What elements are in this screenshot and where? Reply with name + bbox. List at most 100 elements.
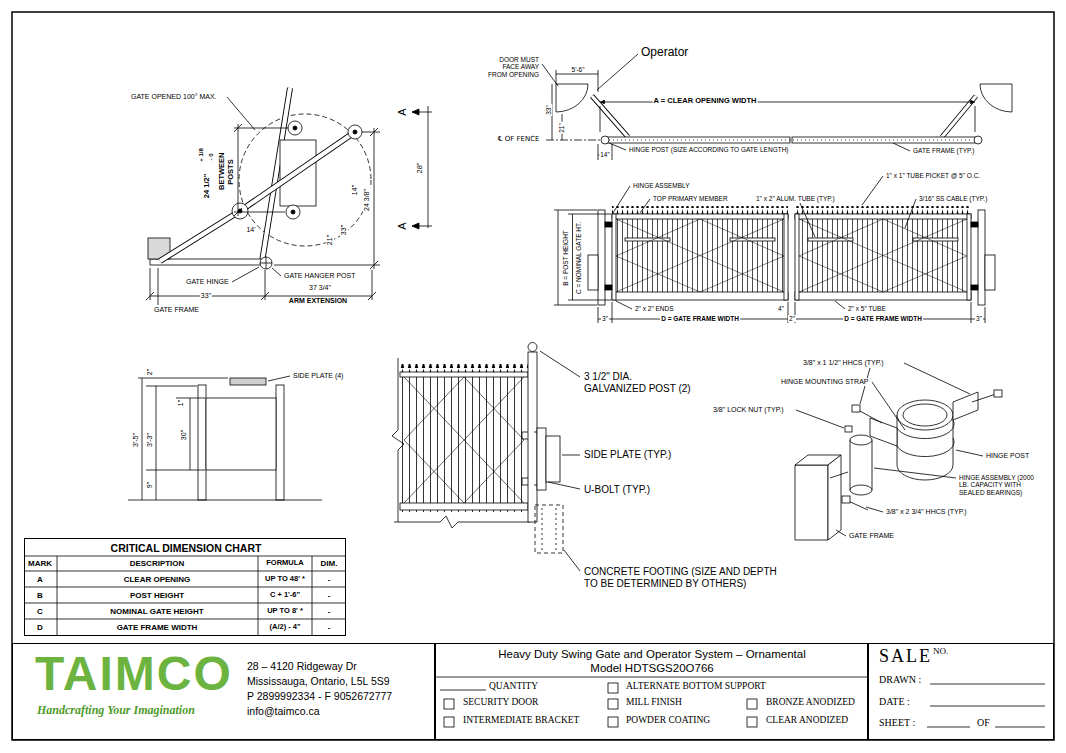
section-mark: A [396,221,409,230]
hinge-detail [842,496,850,503]
hinge-detail [994,390,1002,397]
operator-plan-view [240,132,355,211]
sheet-frame [12,12,1054,740]
operator-plan-view [146,268,376,300]
operator-plan-view [160,211,240,261]
gate-elevation [971,222,978,227]
gate-plan-view [542,54,1012,160]
table-cell: GATE FRAME WIDTH [116,623,199,632]
hinge-detail [828,455,841,540]
gate-plan-view [600,106,975,132]
dimension: 37 3/4" [308,284,332,292]
operator-side-view [128,500,322,501]
operator-plan-view [160,211,240,261]
callout: 2" x 2" ENDS [634,305,675,312]
company-block: TAIMCOHandcrafting Your Imagination28 – … [12,643,435,740]
gate-elevation [612,214,616,300]
callout: 3/8" x 2 3/4" HHCS (TYP.) [885,508,968,516]
table-cell: - [327,623,332,632]
quantity-label: QUANTITY [489,681,538,692]
callout: 1" x 1" TUBE PICKET @ 5" O.C. [885,172,981,179]
address-line: Mississauga, Ontario, L5L 5S9 [247,675,390,687]
chart-heading: CRITICAL DIMENSION CHART [111,542,262,554]
gate-elevation [588,255,598,290]
operator-plan-view [348,125,362,139]
gate-elevation [784,214,788,300]
operator-side-view [138,378,228,470]
gate-plan-view [556,84,588,112]
gate-elevation [612,206,788,214]
table-header: DIM. [320,559,339,568]
post-detail [392,343,580,572]
post-detail [400,364,528,372]
company-logo: TAIMCO [35,650,233,698]
operator-side-view [230,378,266,385]
title-block-lines [747,699,757,709]
callout: GATE OPENED 100° MAX. [130,93,218,101]
callout: GATE FRAME (TYP.) [912,147,976,154]
sale-label: SALE [879,646,932,667]
dimension: 33" [200,292,212,300]
post-detail [537,428,546,490]
callout: HINGE ASSEMBLY (2000 LB. CAPACITY WITH S… [958,474,1035,496]
gate-plan-view [607,137,790,143]
callout: GATE HANGER POST [283,272,356,280]
dimension: 24 3/8" [363,188,371,212]
post-detail [400,372,528,377]
post-detail [404,377,524,503]
gate-plan-view [546,140,601,141]
callout: HINGE POST (SIZE ACCORDING TO GATE LENGT… [628,146,790,153]
operator-plan-view [353,130,357,134]
address-line: 28 – 4120 Ridgeway Dr [247,660,357,672]
hinge-detail [850,435,872,445]
post-detail [528,352,537,522]
dimension: ARM EXTENSION [288,297,348,305]
post-detail [394,516,530,528]
dimension: A = CLEAR OPENING WIDTH [653,97,758,106]
dimension: 33" [545,104,552,116]
post-detail [522,432,537,485]
chart-grid [24,556,346,636]
gate-elevation [795,214,971,219]
operator-plan-view [260,257,272,269]
callout: GATE FRAME [848,532,895,540]
gate-elevation [605,222,612,227]
operator-plan-view [158,97,281,305]
gate-elevation [795,292,971,300]
operator-side-view [206,398,276,470]
callout: HINGE POST [985,452,1030,460]
gate-elevation [598,302,985,323]
dimension: 3" [601,315,609,322]
gate-elevation [616,219,784,292]
dimension: 3'-3" [146,432,154,448]
hinge-detail [850,485,872,495]
dimension: C = NOMINAL GATE HT. [575,221,582,295]
operator-plan-view [239,114,371,246]
callout: SIDE PLATE (4) [292,372,344,380]
gate-elevation [598,210,605,305]
callout: 3/8" x 1 1/2" HHCS (TYP.) [802,359,885,367]
dimension: B = POST HEIGHT [562,229,569,287]
gate-plan-view [601,136,609,144]
callout: Operator [640,46,689,60]
operator-plan-view [234,124,288,216]
dimension: 4" [777,305,785,312]
table-cell: C [36,607,44,616]
operator-plan-view [412,106,432,228]
gate-plan-view [980,84,1012,112]
table-cell: B [36,591,44,600]
note: CONCRETE FOOTING (SIZE AND DEPTH TO BE D… [583,566,779,589]
post-detail [392,358,404,522]
table-cell: POST HEIGHT [129,591,185,600]
dimension: 2" [788,315,796,322]
table-cell: UP TO 8' * [266,607,304,616]
dimension: 5'-6" [571,66,586,73]
callout: 2" x 5" TUBE [847,305,887,312]
post-detail [542,508,556,550]
dimension: 3" [975,315,983,322]
hinge-detail [897,400,953,430]
title-block-lines [747,717,757,727]
option-label: INTERMEDIATE BRACKET [463,715,579,726]
option-label: BRONZE ANODIZED [766,697,855,708]
